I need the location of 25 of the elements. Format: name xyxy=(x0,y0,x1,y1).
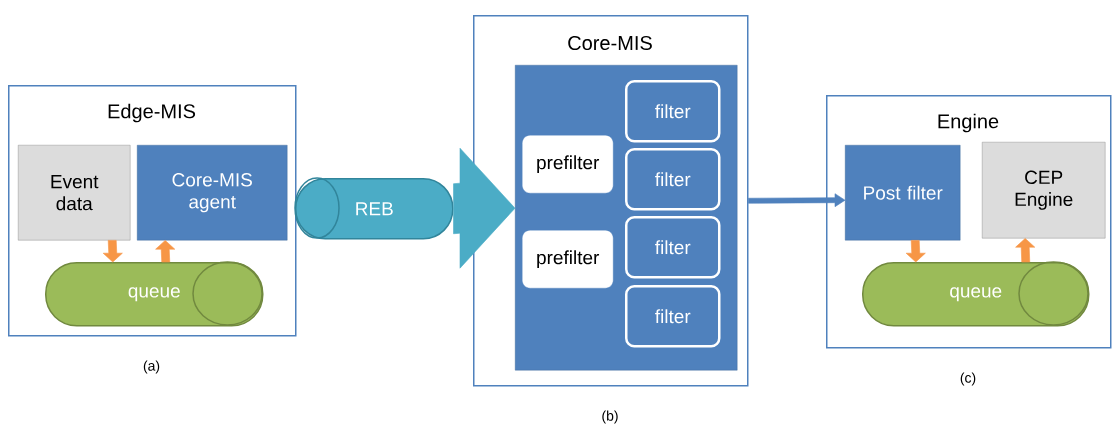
panel-title: Core-MIS xyxy=(568,35,652,51)
panel-caption: (b) xyxy=(602,410,618,424)
queue-cylinder: queue xyxy=(45,261,264,327)
arrow xyxy=(102,240,123,263)
arrow xyxy=(453,147,516,269)
bus-cylinder: REB xyxy=(294,177,454,240)
process-box: Event data xyxy=(18,145,131,241)
process-box: Core-MIS agent xyxy=(137,145,288,241)
panel-caption: (a) xyxy=(143,360,160,374)
queue-cylinder: queue xyxy=(862,261,1090,327)
panel-title: Edge-MIS xyxy=(108,103,196,123)
panel-title: Engine xyxy=(938,113,999,133)
prefilter-box: prefilter xyxy=(522,135,614,194)
process-box: Post filter xyxy=(845,145,961,241)
filter-box: filter xyxy=(625,80,721,143)
filter-box: filter xyxy=(625,148,721,211)
prefilter-box: prefilter xyxy=(522,230,614,289)
arrow xyxy=(905,240,926,263)
filter-box: filter xyxy=(625,216,721,279)
process-box: CEP Engine xyxy=(982,142,1106,239)
filter-box: filter xyxy=(625,285,721,348)
arrow xyxy=(748,193,846,207)
arrow xyxy=(1015,238,1036,263)
panel-caption: (c) xyxy=(960,372,976,386)
arrow xyxy=(155,240,176,263)
